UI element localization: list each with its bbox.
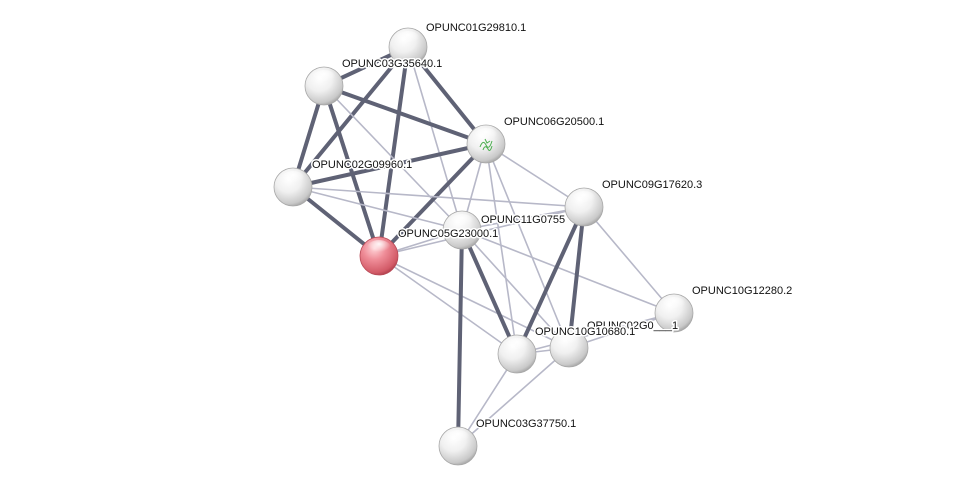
- nodes-layer: OPUNC01G29810.1OPUNC03G35640.1OPUNC06G20…: [273, 21, 794, 466]
- edge-opunc11g0755-opunc02g0: [461, 229, 570, 349]
- node-opunc09g17620-3[interactable]: OPUNC09G17620.3: [564, 178, 704, 227]
- node-highlight: [312, 70, 336, 86]
- node-opunc10g10680-1[interactable]: OPUNC10G10680.1: [497, 325, 637, 374]
- node-opunc01g29810-1[interactable]: OPUNC01G29810.1: [388, 21, 528, 67]
- edge-opunc01g29810-1-opunc11g0755: [407, 46, 463, 231]
- edge-opunc09g17620-3-opunc02g0: [567, 205, 586, 350]
- node-highlight: [557, 332, 581, 348]
- edge-opunc05g23000-1-opunc09g17620-3: [378, 206, 585, 257]
- edge-opunc01g29810-1-opunc06g20500-1: [406, 45, 488, 146]
- edge-opunc02g09960-1-opunc11g0755: [292, 186, 463, 231]
- node-label: OPUNC06G20500.1: [504, 116, 604, 128]
- node-label: OPUNC10G10680.1: [535, 326, 635, 338]
- node-label: OPUNC03G37750.1: [476, 418, 576, 430]
- node-opunc11g0755[interactable]: OPUNC11G0755: [442, 210, 567, 250]
- edge-opunc03g35640-1-opunc05g23000-1: [322, 84, 381, 258]
- protein-structure-icon: [479, 138, 493, 151]
- node-highlight: [572, 191, 596, 207]
- edge-opunc06g20500-1-opunc09g17620-3: [485, 143, 585, 208]
- edge-opunc03g35640-1-opunc06g20500-1: [322, 84, 488, 146]
- edge-opunc06g20500-1-opunc02g0: [485, 143, 570, 349]
- node-opunc10g12280-2[interactable]: OPUNC10G12280.2: [654, 284, 794, 333]
- node-highlight: [281, 171, 305, 187]
- edge-opunc06g20500-1-opunc10g10680-1: [485, 143, 518, 355]
- node-label: OPUNC05G23000.1: [398, 228, 498, 240]
- node-opunc03g35640-1[interactable]: OPUNC03G35640.1: [304, 57, 444, 106]
- edge-opunc09g17620-3-opunc10g10680-1: [515, 205, 586, 356]
- node-opunc06g20500-1[interactable]: OPUNC06G20500.1: [466, 115, 606, 164]
- node-highlight: [396, 31, 420, 47]
- node-opunc05g23000-1[interactable]: OPUNC05G23000.1: [359, 227, 500, 276]
- edge-opunc11g0755-opunc09g17620-3: [461, 206, 585, 231]
- node-highlight: [505, 338, 529, 354]
- edge-opunc10g12280-2-opunc10g10680-1: [516, 312, 675, 355]
- edge-opunc06g20500-1-opunc05g23000-1: [377, 142, 488, 258]
- node-label: OPUNC02G0___1: [587, 320, 678, 332]
- edge-opunc02g09960-1-opunc09g17620-3: [292, 186, 585, 208]
- node-opunc02g09960-1[interactable]: OPUNC02G09960.1: [273, 158, 414, 207]
- edge-opunc05g23000-1-opunc10g10680-1: [378, 255, 518, 355]
- edge-opunc03g35640-1-opunc11g0755: [323, 85, 463, 231]
- edge-opunc06g20500-1-opunc02g09960-1: [291, 142, 488, 189]
- edge-opunc11g0755-opunc03g37750-1: [456, 228, 464, 448]
- edge-opunc01g29810-1-opunc05g23000-1: [377, 45, 410, 258]
- edge-opunc11g0755-opunc10g12280-2: [461, 229, 675, 314]
- node-label: OPUNC10G12280.2: [692, 285, 792, 297]
- node-opunc02g0[interactable]: OPUNC02G0___1: [549, 319, 680, 368]
- edge-opunc11g0755-opunc10g10680-1: [460, 228, 519, 356]
- edge-opunc02g0-opunc03g37750-1: [457, 347, 570, 447]
- edge-opunc09g17620-3-opunc10g12280-2: [583, 206, 675, 314]
- node-highlight: [474, 128, 498, 144]
- node-highlight: [446, 430, 470, 446]
- edge-opunc01g29810-1-opunc02g09960-1: [291, 45, 410, 189]
- node-opunc03g37750-1[interactable]: OPUNC03G37750.1: [438, 417, 578, 466]
- node-label: OPUNC01G29810.1: [426, 22, 526, 34]
- edge-opunc05g23000-1-opunc02g0: [378, 255, 570, 349]
- node-label: OPUNC03G35640.1: [342, 58, 442, 70]
- node-highlight: [367, 240, 391, 256]
- node-highlight: [450, 214, 474, 230]
- node-label: OPUNC02G09960.1: [312, 159, 412, 171]
- node-highlight: [662, 297, 686, 313]
- node-label: OPUNC11G0755: [481, 214, 565, 226]
- node-label: OPUNC09G17620.3: [602, 179, 702, 191]
- edges-layer: [291, 45, 675, 448]
